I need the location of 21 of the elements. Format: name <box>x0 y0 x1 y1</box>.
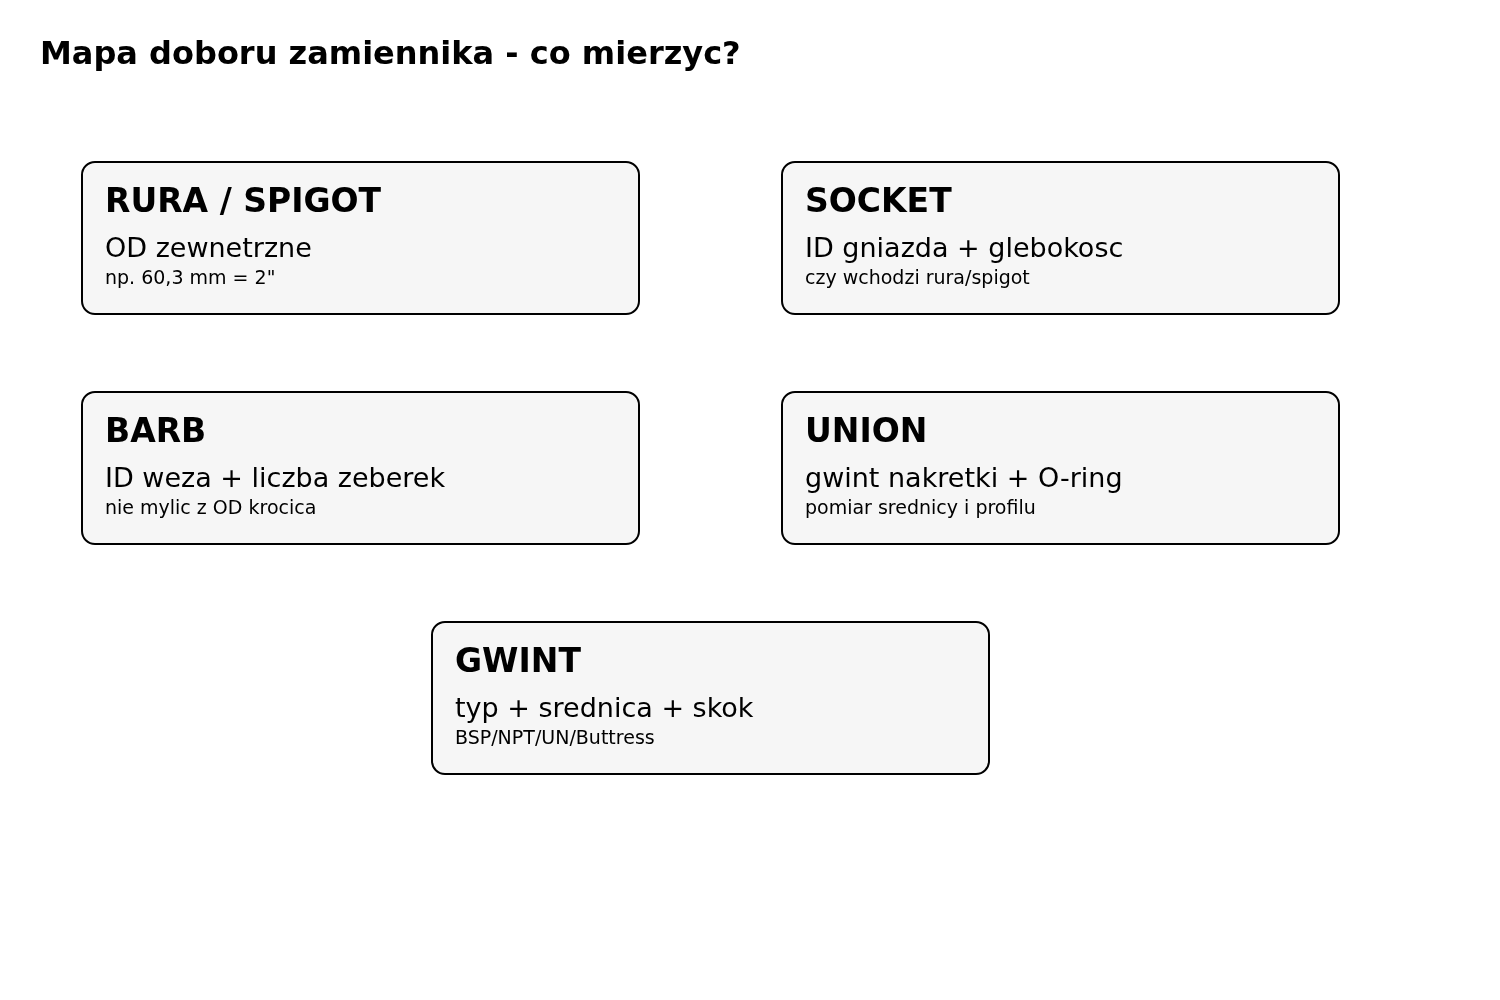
info-card <box>81 391 640 545</box>
card-body: OD zewnetrzne <box>105 231 313 265</box>
info-card <box>431 621 990 775</box>
info-card <box>781 391 1340 545</box>
card-heading: UNION <box>805 411 929 451</box>
card-body: ID weza + liczba zeberek <box>105 461 447 495</box>
card-note: czy wchodzi rura/spigot <box>805 265 1031 289</box>
card-note: nie mylic z OD krocica <box>105 495 318 519</box>
card-body: ID gniazda + glebokosc <box>805 231 1125 265</box>
info-card <box>81 161 640 315</box>
card-body: gwint nakretki + O-ring <box>805 461 1124 495</box>
card-heading: SOCKET <box>805 181 953 221</box>
info-card <box>781 161 1340 315</box>
diagram-title: Mapa doboru zamiennika - co mierzyc? <box>40 34 741 72</box>
card-heading: GWINT <box>455 641 582 681</box>
card-note: np. 60,3 mm = 2" <box>105 265 277 289</box>
card-note: pomiar srednicy i profilu <box>805 495 1037 519</box>
card-heading: BARB <box>105 411 208 451</box>
card-note: BSP/NPT/UN/Buttress <box>455 725 656 749</box>
card-body: typ + srednica + skok <box>455 691 755 725</box>
card-heading: RURA / SPIGOT <box>105 181 383 221</box>
